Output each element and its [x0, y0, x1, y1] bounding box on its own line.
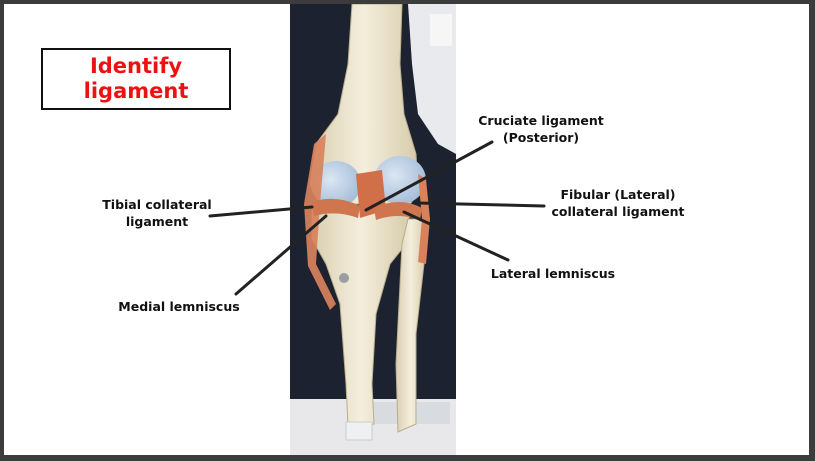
label-lateral-lemniscus: Lateral lemniscus [490, 266, 616, 281]
arrow-tibial-collateral [208, 205, 314, 218]
fibular-collateral-ligament-shape [418, 174, 430, 264]
pointer-arrows [208, 140, 546, 296]
arrow-lateral-lemniscus [402, 210, 510, 262]
lateral-condyle-cartilage [374, 156, 426, 204]
label-medial-lemniscus: Medial lemniscus [118, 299, 240, 314]
stand-post [345, 421, 373, 441]
metal-knob [339, 273, 349, 283]
label-tibial-collateral-ligament: Tibial collateral ligament [102, 197, 212, 229]
label-fibular-collateral-ligament: Fibular (Lateral) collateral ligament [551, 187, 685, 219]
arrow-cruciate [364, 140, 494, 212]
title-text: Identify ligament [83, 54, 189, 103]
label-sticker [430, 14, 452, 46]
medial-meniscus-shape [312, 198, 360, 218]
medial-condyle-cartilage [311, 161, 361, 207]
label-cruciate-ligament: Cruciate ligament (Posterior) [478, 113, 604, 145]
knee-model-photo [290, 4, 456, 455]
arrow-medial-lemniscus [234, 214, 328, 296]
title-box: Identify ligament [41, 48, 231, 110]
tibial-collateral-ligament-shape [304, 134, 336, 310]
arrow-fibular-collateral [416, 201, 546, 208]
cruciate-ligament-shape [356, 170, 386, 218]
